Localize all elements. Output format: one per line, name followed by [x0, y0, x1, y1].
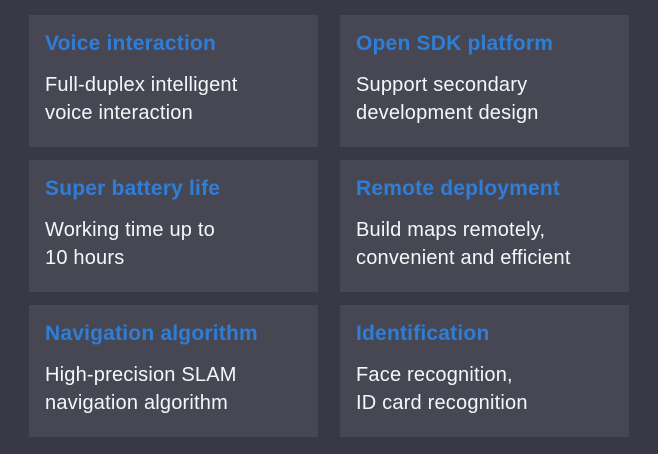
feature-card-identification: Identification Face recognition, ID card…	[340, 305, 629, 437]
feature-description: Full-duplex intelligent voice interactio…	[45, 74, 238, 124]
feature-description: Build maps remotely, convenient and effi…	[356, 219, 571, 269]
feature-title: Voice interaction	[45, 32, 217, 55]
feature-card-remote-deployment: Remote deployment Build maps remotely, c…	[340, 160, 629, 292]
feature-description: Working time up to 10 hours	[45, 219, 215, 269]
feature-card-navigation-algorithm: Navigation algorithm High-precision SLAM…	[29, 305, 318, 437]
feature-title: Navigation algorithm	[45, 322, 258, 345]
feature-card-super-battery-life: Super battery life Working time up to 10…	[29, 160, 318, 292]
feature-title: Open SDK platform	[356, 32, 554, 55]
feature-title: Super battery life	[45, 177, 221, 200]
feature-card-voice-interaction: Voice interaction Full-duplex intelligen…	[29, 15, 318, 147]
feature-title: Remote deployment	[356, 177, 561, 200]
feature-description: Support secondary development design	[356, 74, 539, 124]
feature-card-open-sdk-platform: Open SDK platform Support secondary deve…	[340, 15, 629, 147]
feature-description: Face recognition, ID card recognition	[356, 364, 528, 414]
feature-description: High-precision SLAM navigation algorithm	[45, 364, 237, 414]
feature-title: Identification	[356, 322, 490, 345]
